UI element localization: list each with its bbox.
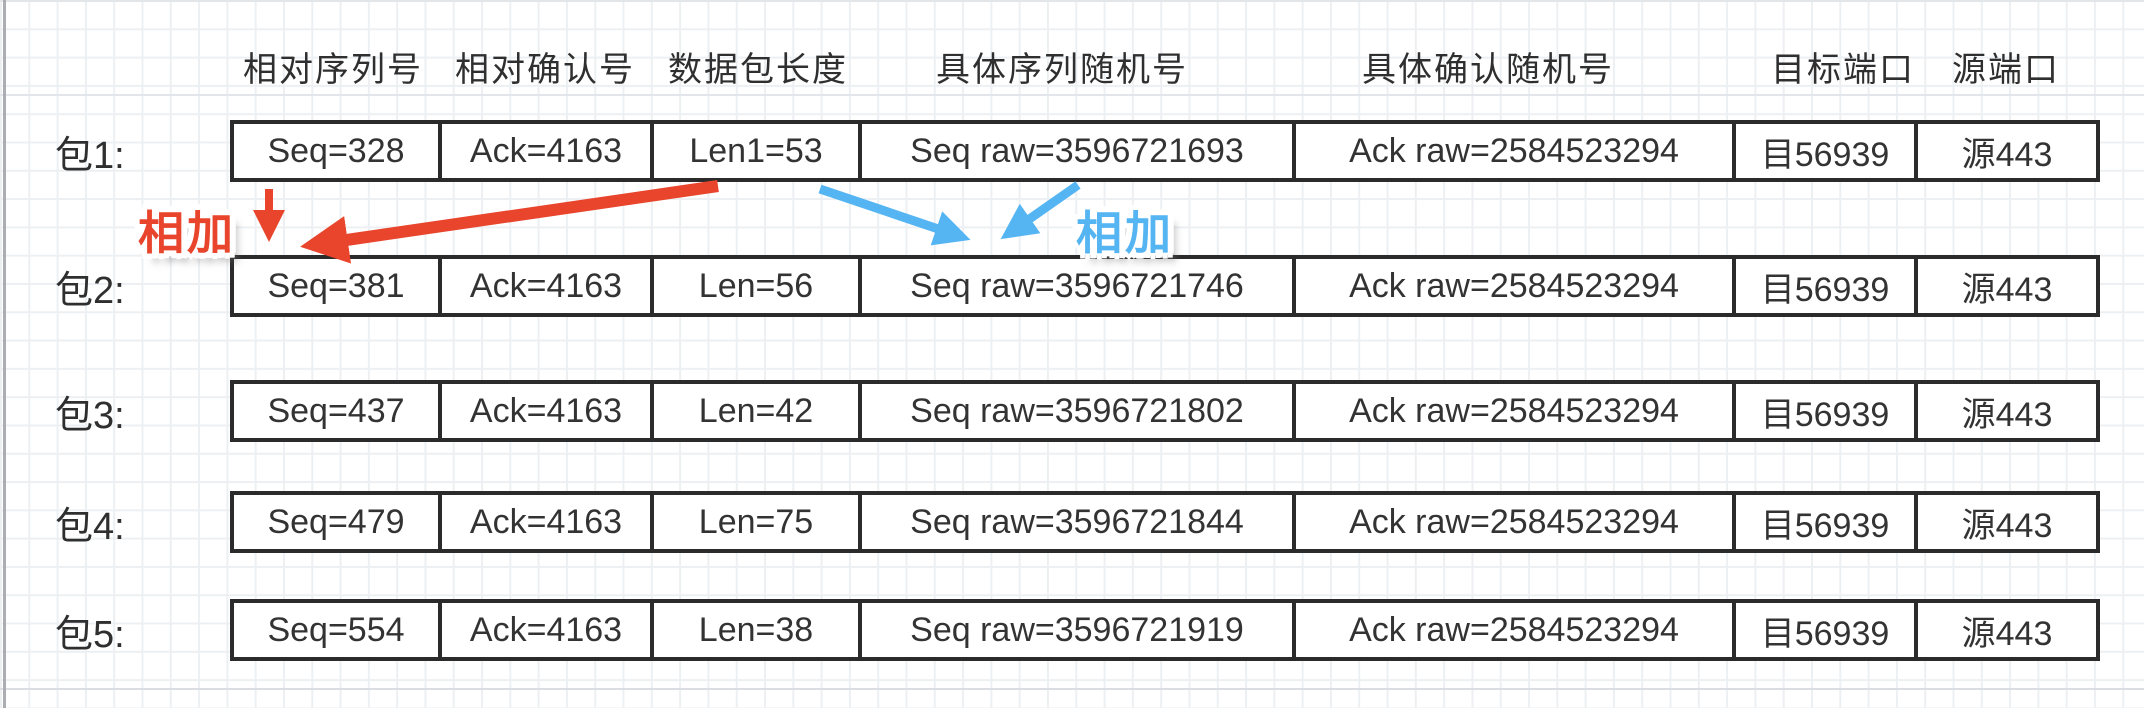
cell-len: Len=38 [650, 599, 862, 661]
cell-src-port: 源443 [1914, 599, 2100, 661]
cell-len: Len=42 [650, 380, 862, 442]
packet-row-1: 包1: Seq=328 Ack=4163 Len1=53 Seq raw=359… [0, 120, 2144, 182]
cell-seq-raw: Seq raw=3596721693 [858, 120, 1296, 182]
cell-len: Len=75 [650, 491, 862, 553]
canvas-left-edge [3, 0, 6, 708]
packet-cells: Seq=479 Ack=4163 Len=75 Seq raw=35967218… [230, 491, 2100, 553]
grid-major-line-bottom [0, 688, 2144, 690]
cell-ack-raw: Ack raw=2584523294 [1292, 491, 1736, 553]
packet-cells: Seq=328 Ack=4163 Len1=53 Seq raw=3596721… [230, 120, 2100, 182]
cell-seq: Seq=554 [230, 599, 442, 661]
column-header-relative-ack: 相对确认号 [455, 51, 635, 89]
cell-ack: Ack=4163 [438, 380, 654, 442]
cell-dst-port: 目56939 [1732, 599, 1918, 661]
cell-src-port: 源443 [1914, 491, 2100, 553]
packet-label: 包5: [55, 613, 125, 656]
cell-dst-port: 目56939 [1732, 120, 1918, 182]
cell-ack: Ack=4163 [438, 599, 654, 661]
cell-seq: Seq=328 [230, 120, 442, 182]
column-header-raw-seq: 具体序列随机号 [936, 51, 1188, 89]
packet-row-2: 包2: Seq=381 Ack=4163 Len=56 Seq raw=3596… [0, 255, 2144, 317]
cell-ack: Ack=4163 [438, 491, 654, 553]
cell-dst-port: 目56939 [1732, 380, 1918, 442]
cell-seq: Seq=479 [230, 491, 442, 553]
grid-major-line-top [0, 0, 2144, 2]
packet-label: 包1: [55, 134, 125, 177]
blue-right-down-arrow [818, 184, 971, 246]
packet-row-4: 包4: Seq=479 Ack=4163 Len=75 Seq raw=3596… [0, 491, 2144, 553]
packet-cells: Seq=554 Ack=4163 Len=38 Seq raw=35967219… [230, 599, 2100, 661]
cell-src-port: 源443 [1914, 255, 2100, 317]
cell-src-port: 源443 [1914, 380, 2100, 442]
cell-dst-port: 目56939 [1732, 255, 1918, 317]
packet-label: 包3: [55, 394, 125, 437]
cell-ack-raw: Ack raw=2584523294 [1292, 120, 1736, 182]
cell-ack: Ack=4163 [438, 255, 654, 317]
packet-label: 包4: [55, 505, 125, 548]
column-header-dst-port: 目标端口 [1771, 51, 1915, 89]
add-label-red: 相加 [138, 207, 236, 259]
cell-ack-raw: Ack raw=2584523294 [1292, 599, 1736, 661]
cell-ack: Ack=4163 [438, 120, 654, 182]
column-header-packet-length: 数据包长度 [668, 51, 848, 89]
packet-cells: Seq=381 Ack=4163 Len=56 Seq raw=35967217… [230, 255, 2100, 317]
add-label-blue: 相加 [1076, 207, 1174, 259]
packet-row-3: 包3: Seq=437 Ack=4163 Len=42 Seq raw=3596… [0, 380, 2144, 442]
cell-seq-raw: Seq raw=3596721919 [858, 599, 1296, 661]
red-diagonal-arrow [300, 180, 719, 264]
packet-row-5: 包5: Seq=554 Ack=4163 Len=38 Seq raw=3596… [0, 599, 2144, 661]
packet-label: 包2: [55, 269, 125, 312]
column-header-src-port: 源端口 [1952, 51, 2060, 89]
column-header-relative-seq: 相对序列号 [243, 51, 423, 89]
cell-len: Len1=53 [650, 120, 862, 182]
cell-dst-port: 目56939 [1732, 491, 1918, 553]
cell-ack-raw: Ack raw=2584523294 [1292, 255, 1736, 317]
cell-seq: Seq=437 [230, 380, 442, 442]
cell-ack-raw: Ack raw=2584523294 [1292, 380, 1736, 442]
cell-seq-raw: Seq raw=3596721802 [858, 380, 1296, 442]
cell-seq-raw: Seq raw=3596721844 [858, 491, 1296, 553]
packet-cells: Seq=437 Ack=4163 Len=42 Seq raw=35967218… [230, 380, 2100, 442]
cell-len: Len=56 [650, 255, 862, 317]
column-header-raw-ack: 具体确认随机号 [1362, 51, 1614, 89]
cell-seq: Seq=381 [230, 255, 442, 317]
cell-src-port: 源443 [1914, 120, 2100, 182]
grid-major-line-under-header [0, 94, 2144, 96]
cell-seq-raw: Seq raw=3596721746 [858, 255, 1296, 317]
blue-left-down-arrow [1000, 181, 1081, 240]
